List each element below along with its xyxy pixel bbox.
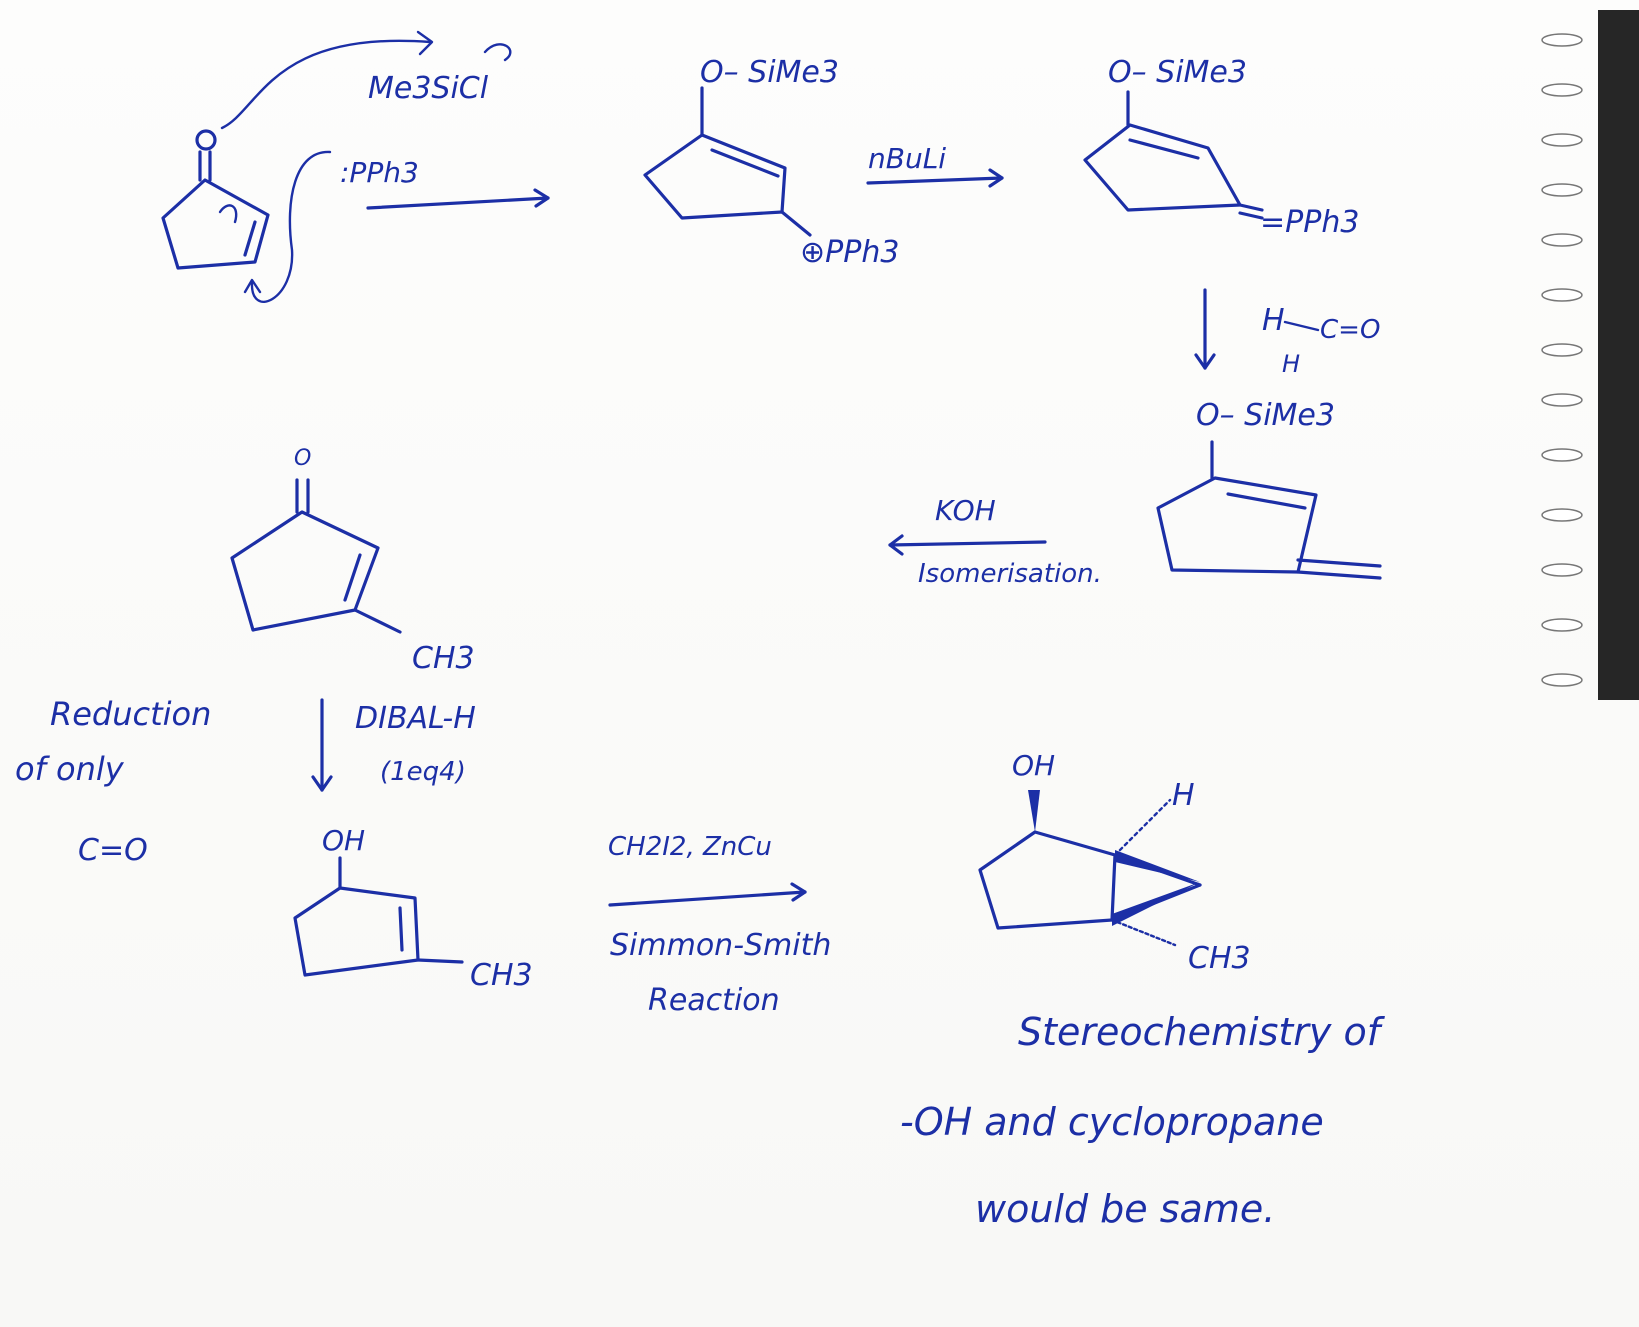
reaction-arrow-5 <box>311 698 333 792</box>
reagent-butyllithium: nBuLi <box>868 142 946 175</box>
product-methyl-label: CH3 <box>1188 941 1251 976</box>
phosphonium-label: ⊕PPh3 <box>800 235 899 270</box>
reaction-arrow-1 <box>366 188 550 210</box>
reaction-name-line1: Simmon-Smith <box>610 928 831 963</box>
reaction-arrow-4 <box>888 534 1047 556</box>
conclusion-line3: would be same. <box>975 1187 1275 1231</box>
allylic-alcohol <box>293 856 464 977</box>
product-hydroxyl-label: OH <box>1012 749 1055 782</box>
reagent-triphenylphosphine: :PPh3 <box>340 156 419 189</box>
alcohol-methyl-label: CH3 <box>470 958 533 993</box>
formaldehyde-h-bottom: H <box>1282 350 1300 378</box>
cyclopropanated-product <box>978 790 1202 947</box>
reaction-arrow-3 <box>1194 288 1216 370</box>
reaction-arrow-6 <box>608 882 807 907</box>
reagent-simmons-smith: CH2I2, ZnCu <box>608 832 772 862</box>
isomerisation-label: Isomerisation. <box>918 559 1102 589</box>
alcohol-hydroxyl-label: OH <box>322 824 365 857</box>
conclusion-line2: -OH and cyclopropane <box>900 1100 1324 1144</box>
exocyclic-methylene-silyl-enol-ether <box>1156 440 1382 580</box>
conclusion-line1: Stereochemistry of <box>1018 1010 1386 1054</box>
enone-oxygen: O <box>294 446 311 471</box>
ylide-label: =PPh3 <box>1260 205 1359 240</box>
reagent-equivalents: (1eq4) <box>380 757 466 787</box>
formaldehyde-carbonyl: C=O <box>1320 315 1380 345</box>
phosphorus-ylide <box>1083 90 1264 220</box>
formaldehyde-h-top: H <box>1262 303 1285 338</box>
mechanism-arrows <box>220 30 512 303</box>
reagent-koh: KOH <box>935 494 996 527</box>
spiral-binding <box>1541 10 1639 700</box>
silyl-ether-label-2: O– SiMe3 <box>1108 55 1247 90</box>
reagent-dibal: DIBAL-H <box>355 701 476 736</box>
enone-methyl-label: CH3 <box>412 641 475 676</box>
product-hydrogen-label: H <box>1172 778 1195 813</box>
methyl-cyclopentenone <box>230 478 402 634</box>
silyl-ether-label-3: O– SiMe3 <box>1196 398 1335 433</box>
silyl-ether-label-1: O– SiMe3 <box>700 55 839 90</box>
reaction-name-line2: Reaction <box>648 983 780 1018</box>
starting-cyclopentenone <box>161 129 270 270</box>
note-reduction: Reduction <box>50 695 211 733</box>
phosphonium-silyl-enol-ether <box>643 86 812 237</box>
reagent-trimethylsilyl-chloride: Me3SiCl <box>368 71 489 106</box>
note-carbonyl: C=O <box>78 833 148 868</box>
note-of-only: of only <box>15 750 125 788</box>
reaction-arrow-2 <box>866 168 1004 188</box>
